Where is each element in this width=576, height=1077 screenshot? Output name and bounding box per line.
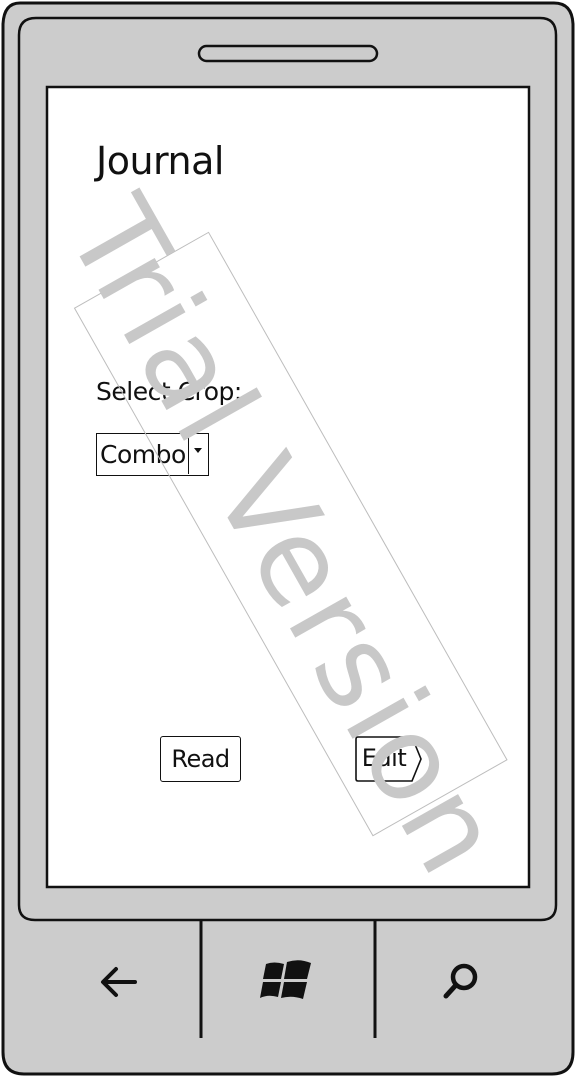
- windows-logo-icon: [260, 960, 311, 999]
- edit-button-label: Edit: [361, 744, 407, 772]
- back-arrow-icon: [101, 967, 137, 997]
- page-title: Journal: [96, 139, 224, 183]
- read-button[interactable]: Read: [160, 736, 241, 782]
- combo-dropdown-button[interactable]: [188, 434, 208, 474]
- search-button[interactable]: [376, 930, 576, 1040]
- start-button[interactable]: [202, 930, 374, 1040]
- chevron-down-icon: [194, 448, 202, 453]
- crop-combo-box[interactable]: Combo: [96, 433, 209, 476]
- app-screen: Journal Select Crop: Combo Read Edit: [47, 87, 529, 887]
- back-button[interactable]: [0, 930, 200, 1040]
- speaker-slot: [197, 44, 379, 63]
- select-crop-label: Select Crop:: [96, 377, 242, 406]
- read-button-label: Read: [171, 745, 230, 773]
- crop-combo-value: Combo: [100, 440, 186, 469]
- search-icon: [443, 963, 478, 999]
- edit-button[interactable]: Edit: [355, 736, 423, 782]
